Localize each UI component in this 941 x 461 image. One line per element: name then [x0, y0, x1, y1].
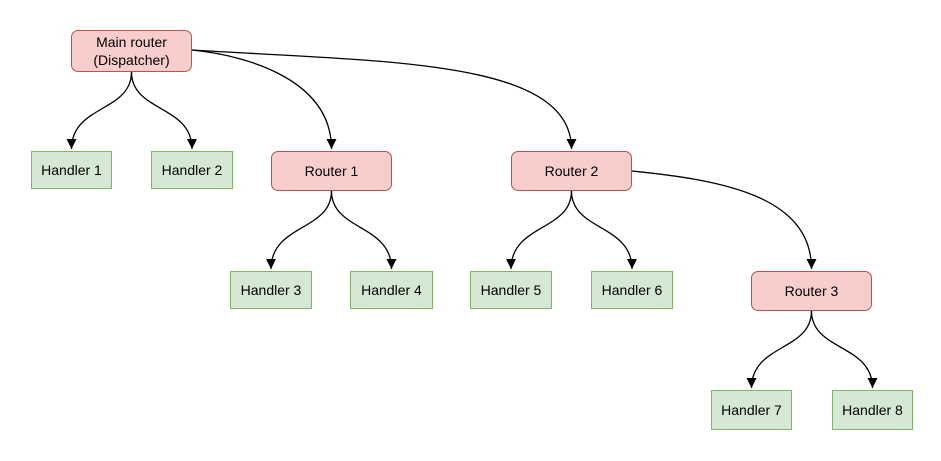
node-handler-5[interactable]: Handler 5	[470, 271, 552, 309]
node-handler-4-label: Handler 4	[361, 282, 422, 298]
node-router-1-label: Router 1	[304, 163, 359, 179]
edge-main-router-to-handler-2	[130, 71, 197, 150]
node-router-3-label: Router 3	[784, 283, 839, 299]
node-handler-1[interactable]: Handler 1	[31, 151, 112, 189]
node-handler-7[interactable]: Handler 7	[711, 390, 792, 430]
edge-group	[66, 49, 878, 389]
node-handler-3[interactable]: Handler 3	[230, 271, 312, 309]
node-router-2[interactable]: Router 2	[511, 151, 632, 191]
edge-router-2-to-handler-6	[570, 190, 637, 270]
node-handler-8[interactable]: Handler 8	[832, 390, 913, 430]
node-handler-3-label: Handler 3	[240, 282, 302, 298]
node-router-3[interactable]: Router 3	[751, 271, 872, 311]
edge-router-3-to-handler-8	[810, 310, 878, 389]
node-handler-2-label: Handler 2	[161, 162, 223, 178]
node-router-2-label: Router 2	[544, 163, 599, 179]
node-main-router[interactable]: Main router (Dispatcher)	[71, 30, 192, 72]
node-handler-6-label: Handler 6	[601, 282, 663, 298]
node-handler-1-label: Handler 1	[41, 162, 102, 178]
edge-router-3-to-handler-7	[746, 310, 813, 389]
edge-main-router-to-handler-1	[66, 71, 133, 150]
edge-main-router-to-router-1	[191, 49, 337, 150]
node-handler-8-label: Handler 8	[842, 402, 903, 418]
node-handler-2[interactable]: Handler 2	[151, 151, 233, 189]
node-handler-4[interactable]: Handler 4	[350, 271, 433, 309]
edge-router-1-to-handler-4	[330, 190, 397, 270]
node-router-1[interactable]: Router 1	[271, 151, 392, 191]
edge-main-router-to-router-2	[191, 49, 577, 150]
node-main-router-label: Main router (Dispatcher)	[93, 34, 170, 68]
node-handler-5-label: Handler 5	[480, 282, 542, 298]
node-handler-6[interactable]: Handler 6	[591, 271, 673, 309]
edge-router-2-to-handler-5	[506, 190, 573, 270]
edge-router-1-to-handler-3	[266, 190, 333, 270]
node-handler-7-label: Handler 7	[721, 402, 782, 418]
edge-router-2-to-router-3	[631, 170, 817, 270]
